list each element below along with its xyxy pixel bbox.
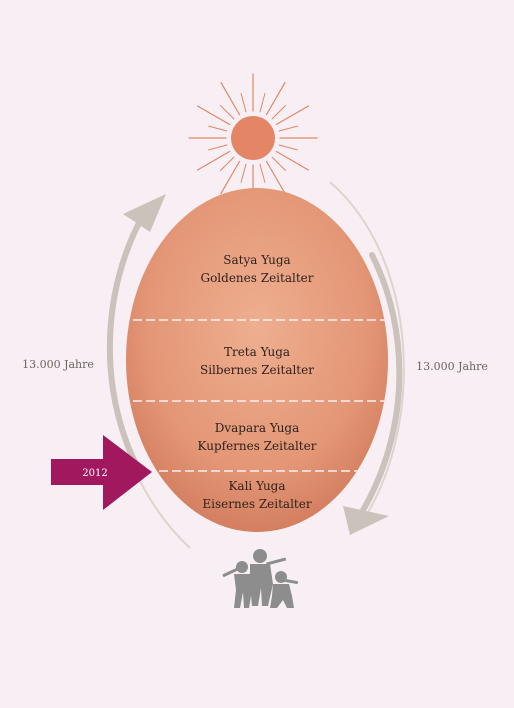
cycle-arrow-left [106,194,191,549]
kali-yuga-name: Kali Yuga [228,479,285,493]
treta-yuga-name: Treta Yuga [224,345,290,359]
sun-ray [240,93,247,113]
sun-ray [208,144,228,151]
satya-yuga-name: Satya Yuga [223,253,290,267]
sun-ray [219,156,235,172]
sun-ray [271,156,287,172]
sun-ray [275,105,310,126]
sun-ray [265,160,286,195]
treta-yuga-subtitle: Silbernes Zeitalter [200,363,314,377]
sun-ray [275,150,310,171]
sun-ray [219,104,235,120]
marker-2012-label: 2012 [82,468,107,479]
sun-ray [196,150,231,171]
sun-ray [220,160,241,195]
soldiers-icon [222,549,299,608]
marker-2012-arrow: 2012 [51,435,152,510]
yuga-egg [126,188,388,532]
dvapara-yuga-subtitle: Kupfernes Zeitalter [198,439,317,453]
kali-yuga-subtitle: Eisernes Zeitalter [202,497,311,511]
sun-ray [240,163,247,183]
sun-ray [271,104,287,120]
sun-ray [278,125,298,132]
sun-ray [196,105,231,126]
sun-ray [259,163,266,183]
sun-disc [231,116,275,160]
sun-ray [208,125,228,132]
sun-ray [259,93,266,113]
sun-ray [220,81,241,116]
sun-icon [188,73,318,203]
dvapara-yuga-name: Dvapara Yuga [215,421,300,435]
cycle-arrow-right [329,181,405,535]
left-duration-label: 13.000 Jahre [22,358,94,371]
sun-ray [278,144,298,151]
right-duration-label: 13.000 Jahre [416,360,488,373]
sun-ray [265,81,286,116]
satya-yuga-subtitle: Goldenes Zeitalter [201,271,314,285]
